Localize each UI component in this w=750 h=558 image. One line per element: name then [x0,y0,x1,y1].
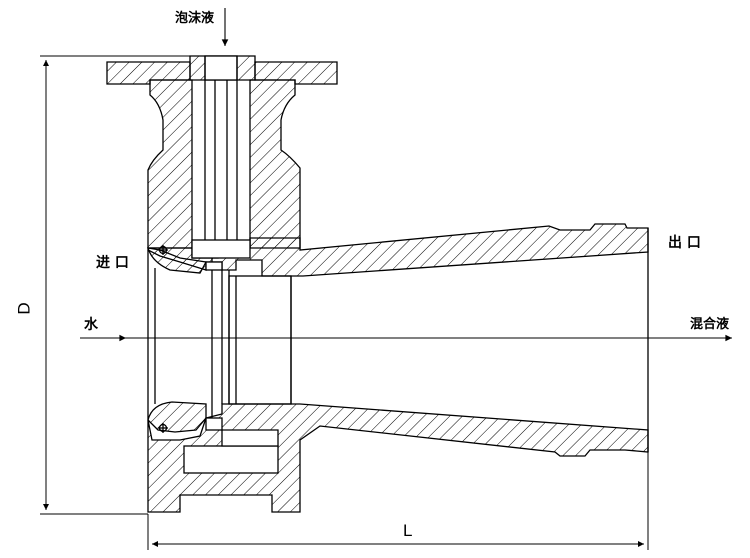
foam-tube [191,56,251,431]
foam-riser [147,79,301,249]
top-flange-bore [204,55,238,81]
foam-inlet-label: 泡沫液 [175,11,215,26]
seal-rings [158,245,168,433]
inlet-face [147,250,156,420]
dimension-d [40,55,190,515]
lower-cavity [183,445,279,474]
outlet-label: 出 口 [668,235,701,251]
dimension-l-label: L [403,521,413,540]
water-label: 水 [84,317,98,333]
inlet-label: 进 口 [96,255,129,271]
dimension-d-label: D [14,302,34,315]
mixed-liquid-label: 混合液 [690,317,730,332]
lower-cavity-inner [221,429,279,447]
throat [228,275,292,405]
dimension-l [147,452,649,550]
